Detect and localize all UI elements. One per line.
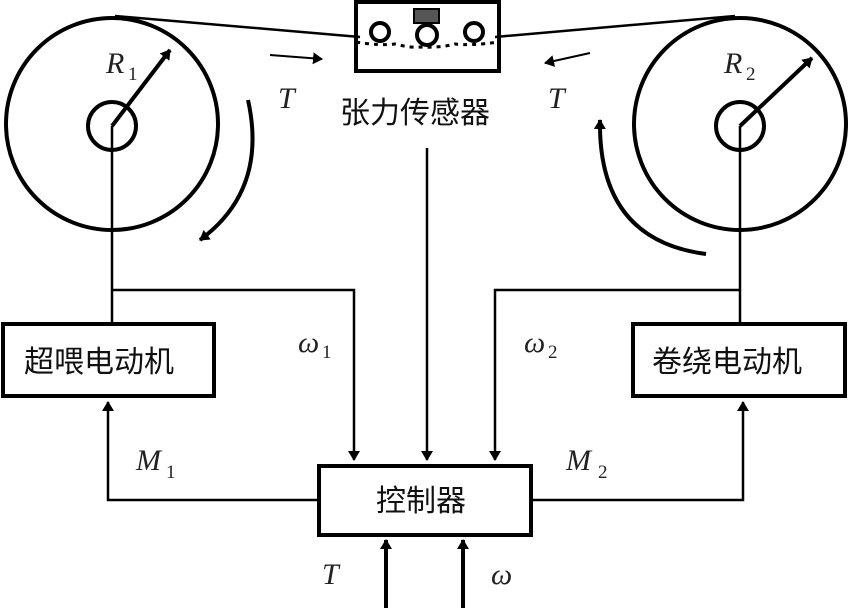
omega2-label: ω (524, 326, 545, 359)
m2-output-line (531, 401, 749, 502)
left-radius-label: R (105, 47, 124, 80)
web-line-left (114, 14, 361, 39)
tension-sensor-label: 张力传感器 (340, 96, 490, 131)
omega2-sub: 2 (548, 342, 558, 363)
tension-right-label: T (548, 82, 567, 115)
unwind-motor-label: 超喂电动机 (24, 345, 174, 380)
tension-right-arrow (544, 52, 591, 67)
tension-left-label: T (278, 82, 297, 115)
left-rotation-arrow (198, 99, 255, 242)
right-rotation-arrow (593, 119, 707, 256)
m1-label: M (135, 444, 163, 477)
right-radius-label: R (723, 47, 742, 80)
input-tension-label: T (322, 558, 341, 591)
right-radius-arrow (738, 56, 814, 128)
web-line-right (494, 14, 736, 39)
input-omega-label: ω (491, 558, 512, 591)
m2-label: M (565, 444, 593, 477)
winding-motor-label: 卷绕电动机 (652, 345, 802, 380)
sensor-head-icon (413, 8, 440, 24)
m2-sub: 2 (598, 462, 608, 483)
left-radius-sub: 1 (128, 64, 138, 85)
tension-left-arrow (269, 52, 323, 65)
m1-output-line (102, 401, 319, 502)
controller-label: 控制器 (376, 484, 466, 519)
guide-roller-left-icon (369, 21, 391, 43)
guide-roller-right-icon (463, 21, 485, 43)
omega1-label: ω (298, 326, 319, 359)
web-path-dotted (355, 40, 500, 49)
left-reel (4, 16, 255, 242)
left-radius-arrow (110, 48, 172, 128)
right-reel (593, 16, 848, 256)
guide-roller-center-icon (415, 23, 439, 47)
omega1-feedback-line (112, 288, 360, 461)
winding-motor-box (631, 322, 847, 398)
tension-sensor (354, 0, 501, 73)
omega1-sub: 1 (322, 342, 332, 363)
omega2-feedback-line (489, 288, 740, 461)
unwind-motor-box (1, 322, 216, 398)
right-radius-sub: 2 (746, 64, 756, 85)
m1-sub: 1 (166, 462, 176, 483)
